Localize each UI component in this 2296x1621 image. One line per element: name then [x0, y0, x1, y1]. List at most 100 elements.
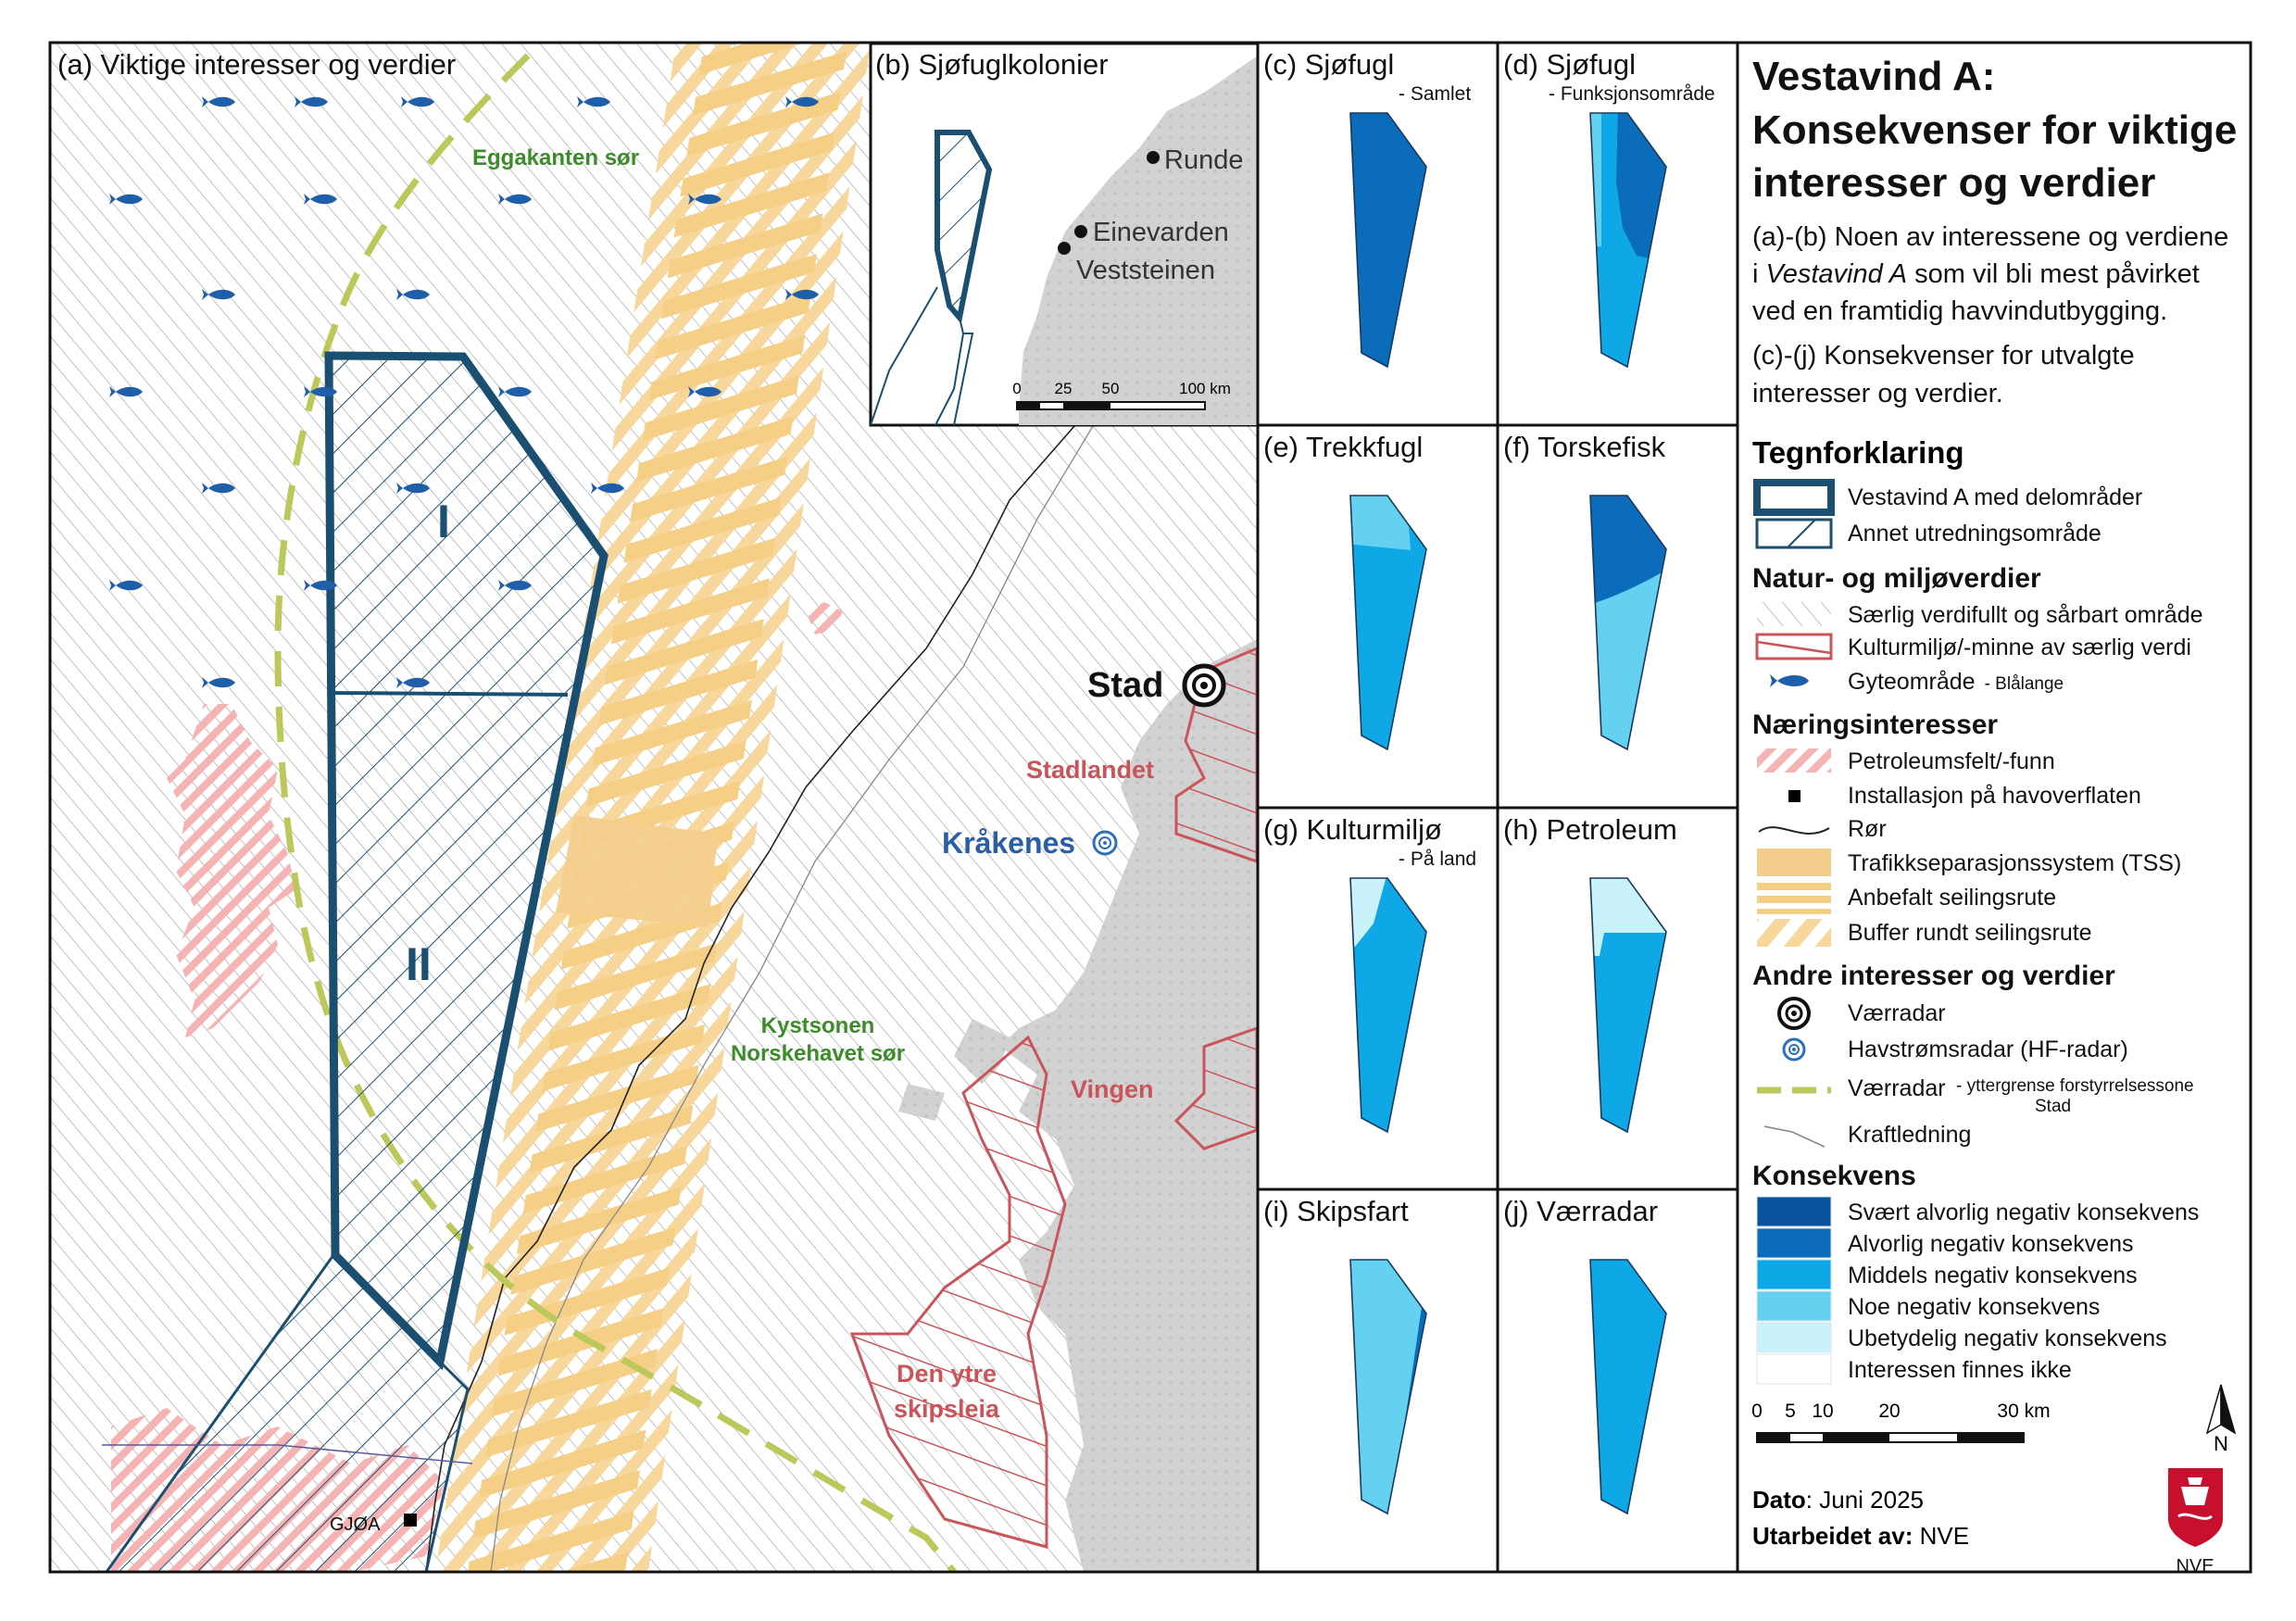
- konsekvens-label: Alvorlig negativ konsekvens: [1848, 1231, 2134, 1257]
- svg-text:25: 25: [1055, 380, 1073, 397]
- hf-radar-kraakenes-icon[interactable]: [1092, 830, 1118, 856]
- frame-lines: [48, 41, 2252, 1574]
- fish-icon: [304, 194, 337, 205]
- panel-b-inset[interactable]: Runde Einevarden Veststeinen 0 25 50 100…: [869, 42, 1260, 427]
- panel-g-subtitle: - På land: [1399, 848, 1476, 870]
- legend-label-verradar2-sub1: - yttergrense forstyrrelsessone: [1956, 1076, 2194, 1096]
- panel-e[interactable]: (e) Trekkfugl: [1258, 425, 1498, 808]
- konsekvens-swatch: [1756, 1227, 1832, 1259]
- legend-konsekvens-rows: Svært alvorlig negativ konsekvensAlvorli…: [1756, 1196, 2199, 1385]
- legend-havstrom-icon: [1782, 1037, 1806, 1062]
- skipsleia-label-2: skipsleia: [894, 1395, 1000, 1423]
- fish-icon: [304, 386, 337, 397]
- legend-label-petro: Petroleumsfelt/-funn: [1848, 748, 2055, 774]
- veststeinen-label: Veststeinen: [1076, 256, 1215, 285]
- stadlandet-label: Stadlandet: [1026, 756, 1154, 784]
- konsekvens-label: Svært alvorlig negativ konsekvens: [1848, 1200, 2199, 1225]
- panel-g[interactable]: (g) Kulturmiljø- På land: [1258, 808, 1498, 1190]
- eggakanten-label: Eggakanten sør: [472, 145, 639, 170]
- legend-swatch-ror: [1758, 826, 1830, 835]
- legend-label-install: Installasjon på havoverflaten: [1848, 783, 2141, 809]
- svg-text:0: 0: [1012, 380, 1021, 397]
- legend-swatch-annet: [1755, 518, 1833, 549]
- fish-icon: [688, 194, 721, 205]
- legend-label-verradar: Værradar: [1848, 1000, 1946, 1026]
- veststeinen-dot: [1058, 242, 1071, 255]
- legend-swatch-kraft: [1763, 1125, 1826, 1148]
- inset-land: [1019, 56, 1257, 425]
- panel-d-subtitle: - Funksjonsområde: [1549, 83, 1715, 105]
- legend-label-kultur: Kulturmiljø/-minne av særlig verdi: [1848, 635, 2191, 660]
- legend-desc-1a: (a)-(b) Noen av interessene og verdiene: [1752, 222, 2228, 252]
- kystsonen-label-2: Norskehavet sør: [731, 1041, 905, 1066]
- fish-icon: [202, 96, 235, 107]
- fish-icon: [396, 289, 430, 300]
- legend-title-1: Vestavind A:: [1752, 54, 1995, 99]
- panel-c[interactable]: (c) Sjøfugl- Samlet: [1258, 43, 1498, 425]
- vestavind-a-area[interactable]: [324, 351, 609, 1371]
- legend-head-andre: Andre interesser og verdier: [1752, 961, 2115, 991]
- fish-icon: [202, 677, 235, 688]
- legend-fish-icon: [1770, 674, 1809, 687]
- panel-i[interactable]: (i) Skipsfart: [1258, 1189, 1498, 1572]
- legend-title-2: Konsekvenser for viktige: [1752, 107, 2237, 153]
- pipeline: [425, 425, 1075, 1572]
- petroleum-field-small: [806, 602, 843, 635]
- panel-f[interactable]: (f) Torskefisk: [1498, 425, 1738, 808]
- gjoa-installation[interactable]: [404, 1514, 417, 1527]
- fish-icon: [109, 386, 143, 397]
- svg-text:100 km: 100 km: [1179, 380, 1231, 397]
- konsekvens-label: Middels negativ konsekvens: [1848, 1263, 2138, 1288]
- culture-skipsleia: [849, 1035, 1067, 1549]
- vestavind-a-divider: [331, 691, 569, 697]
- legend-label-vestavind: Vestavind A med delområder: [1848, 484, 2142, 510]
- legend-label-tss: Trafikkseparasjonssystem (TSS): [1848, 850, 2181, 876]
- skipsleia-label-1: Den ytre: [897, 1360, 997, 1388]
- konsekvens-label: Ubetydelig negativ konsekvens: [1848, 1326, 2167, 1351]
- fish-icon: [688, 386, 721, 397]
- legend-swatch-buffer: [1757, 919, 1831, 947]
- legend-label-kraft: Kraftledning: [1848, 1122, 1971, 1148]
- panel-f-outline: [1589, 495, 1667, 751]
- konsekvens-swatch: [1756, 1196, 1832, 1227]
- runde-label: Runde: [1164, 145, 1243, 175]
- nve-logo: NVE: [2168, 1468, 2223, 1577]
- weather-radar-stad-icon[interactable]: [1182, 663, 1226, 708]
- konsekvens-swatch: [1756, 1259, 1832, 1290]
- legend-head-naering: Næringsinteresser: [1752, 710, 1998, 740]
- legend-label-ror: Rør: [1848, 816, 1887, 842]
- legend-panel: Vestavind A: Konsekvenser for viktige in…: [1751, 54, 2237, 1577]
- fish-icon: [401, 96, 434, 107]
- panel-j[interactable]: (j) Værradar: [1498, 1189, 1738, 1572]
- panel-j-title: (j) Værradar: [1503, 1195, 1658, 1227]
- legend-swatch-petro: [1757, 748, 1831, 773]
- panel-h[interactable]: (h) Petroleum: [1498, 808, 1738, 1190]
- petroleum-field-west: [167, 704, 296, 1037]
- panel-c-title: (c) Sjøfugl: [1263, 48, 1394, 81]
- konsekvens-label: Noe negativ konsekvens: [1848, 1294, 2100, 1320]
- legend-swatch-kultur: [1755, 633, 1833, 660]
- fish-icon: [498, 386, 532, 397]
- legend-label-verradar2: Værradar: [1848, 1075, 1946, 1101]
- konsekvens-swatch: [1756, 1322, 1832, 1353]
- legend-label-gyte: Gyteområde- Blålange: [1848, 669, 2064, 695]
- legend-swatch-saerlig: [1757, 602, 1831, 626]
- panel-g-title: (g) Kulturmiljø: [1263, 813, 1442, 846]
- panel-g-outline: [1349, 877, 1427, 1134]
- fish-icon: [396, 483, 430, 494]
- legend-swatch-vestavind: [1753, 479, 1835, 516]
- fish-icon: [396, 677, 430, 688]
- panel-e-title: (e) Trekkfugl: [1263, 431, 1423, 463]
- legend-swatch-tss: [1757, 848, 1831, 876]
- panel-j-outline: [1589, 1259, 1667, 1515]
- panel-d[interactable]: (d) Sjøfugl- Funksjonsområde: [1498, 43, 1738, 425]
- panel-e-outline: [1349, 495, 1427, 751]
- fish-icon: [109, 580, 143, 591]
- einevarden-label: Einevarden: [1093, 218, 1229, 247]
- fish-icon: [109, 194, 143, 205]
- stad-label: Stad: [1087, 666, 1163, 705]
- einevarden-dot: [1074, 225, 1087, 238]
- svg-text:5: 5: [1785, 1401, 1796, 1422]
